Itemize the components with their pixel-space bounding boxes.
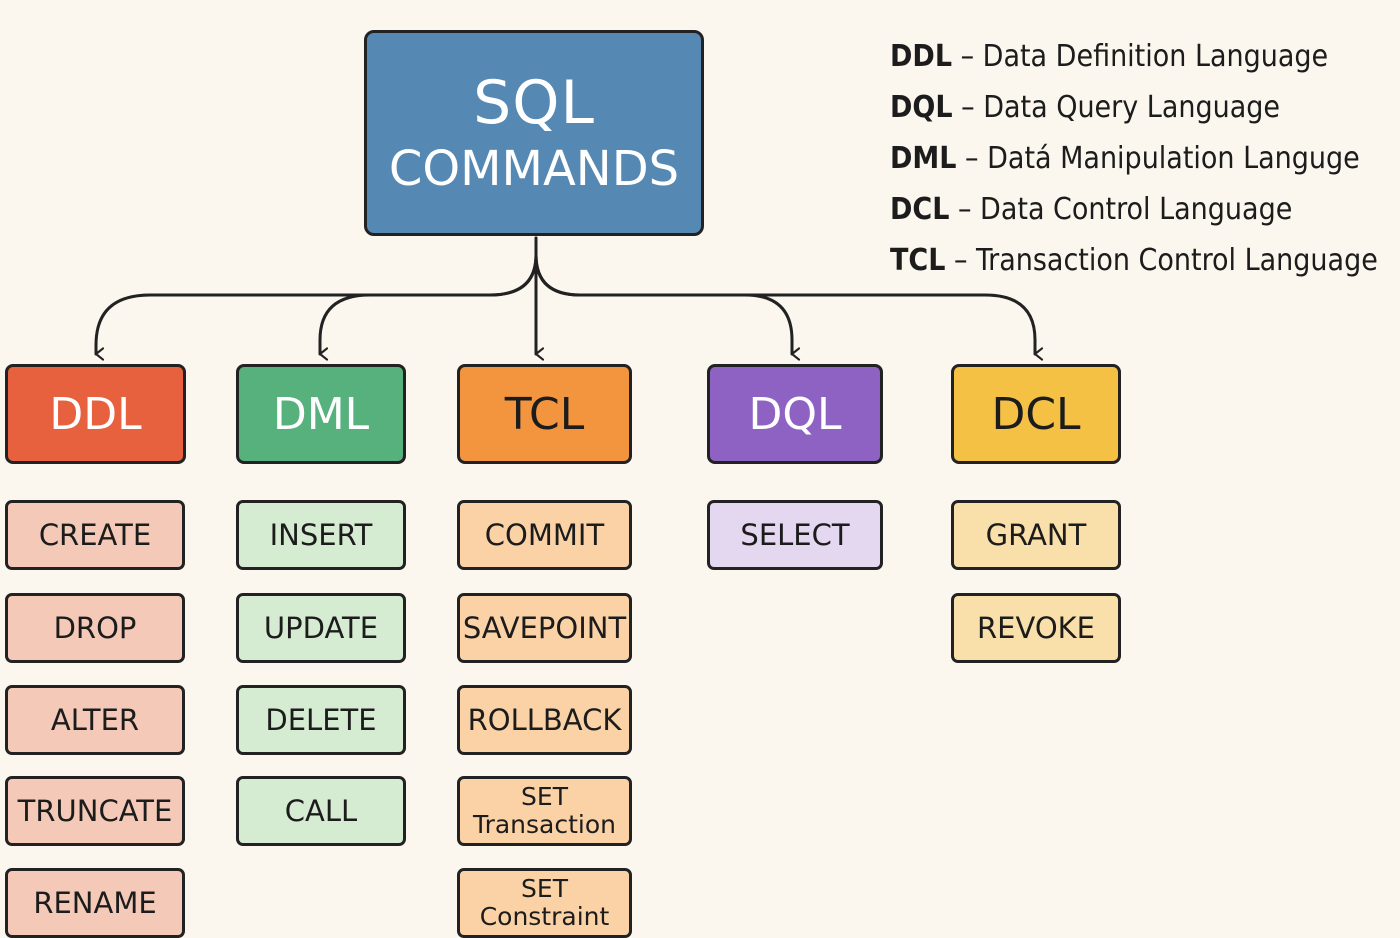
legend-row-tcl: TCL – Transaction Control Language — [890, 238, 1395, 289]
category-ddl: DDL — [5, 364, 186, 464]
connector-dml — [318, 253, 538, 361]
legend-row-dml: DML – Datá Manipulation Languge — [890, 136, 1395, 187]
category-dml: DML — [236, 364, 406, 464]
command-set-constraint: SET Constraint — [457, 868, 632, 938]
legend-text: – Transaction Control Language — [945, 243, 1378, 278]
command-set-transaction: SET Transaction — [457, 776, 632, 846]
legend: DDL – Data Definition Language DQL – Dat… — [890, 34, 1395, 289]
legend-text: – Data Definition Language — [952, 39, 1329, 74]
category-dql: DQL — [707, 364, 883, 464]
command-revoke: REVOKE — [951, 593, 1121, 663]
command-delete: DELETE — [236, 685, 406, 755]
command-drop: DROP — [5, 593, 185, 663]
root-title-line2: COMMANDS — [388, 141, 680, 197]
command-truncate: TRUNCATE — [5, 776, 185, 846]
command-rename: RENAME — [5, 868, 185, 938]
category-dcl: DCL — [951, 364, 1121, 464]
legend-text: – Data Control Language — [949, 192, 1293, 227]
legend-text: – Data Query Language — [952, 90, 1280, 125]
command-rollback: ROLLBACK — [457, 685, 632, 755]
command-insert: INSERT — [236, 500, 406, 570]
legend-abbr: DQL — [890, 90, 953, 125]
legend-row-dcl: DCL – Data Control Language — [890, 187, 1395, 238]
legend-row-ddl: DDL – Data Definition Language — [890, 34, 1395, 85]
legend-abbr: TCL — [890, 243, 946, 278]
command-commit: COMMIT — [457, 500, 632, 570]
command-alter: ALTER — [5, 685, 185, 755]
legend-text: – Datá Manipulation Languge — [956, 141, 1360, 176]
command-call: CALL — [236, 776, 406, 846]
legend-abbr: DDL — [890, 39, 953, 74]
command-savepoint: SAVEPOINT — [457, 593, 632, 663]
command-create: CREATE — [5, 500, 185, 570]
connector-dcl — [534, 253, 1044, 361]
command-select: SELECT — [707, 500, 883, 570]
root-title-line1: SQL — [473, 68, 595, 138]
legend-abbr: DCL — [890, 192, 950, 227]
command-update: UPDATE — [236, 593, 406, 663]
legend-abbr: DML — [890, 141, 957, 176]
connector-ddl — [94, 253, 538, 361]
command-grant: GRANT — [951, 500, 1121, 570]
legend-row-dql: DQL – Data Query Language — [890, 85, 1395, 136]
category-tcl: TCL — [457, 364, 632, 464]
root-node: SQL COMMANDS — [364, 30, 704, 236]
connector-dql — [534, 253, 801, 361]
